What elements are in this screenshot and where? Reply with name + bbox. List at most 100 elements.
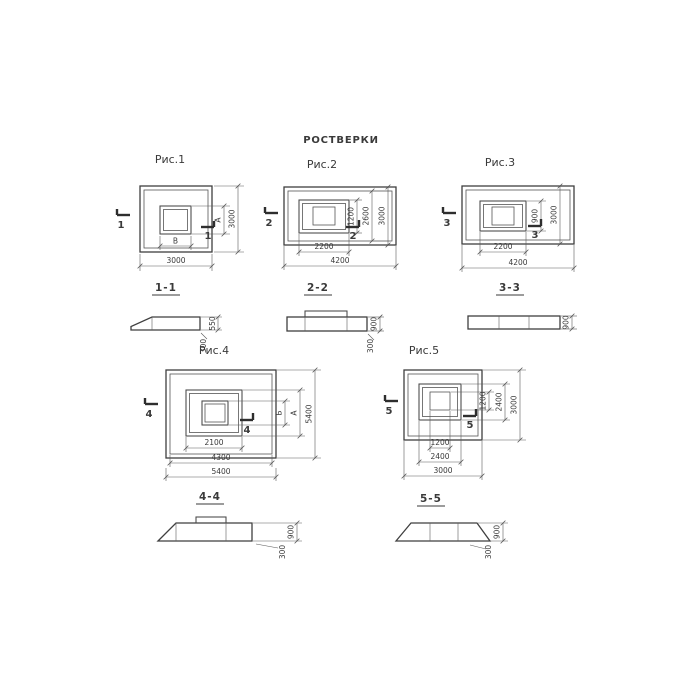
fig2-plan-column-outline <box>312 206 336 226</box>
fig2-plan-outer-outline <box>283 186 397 246</box>
fig5-dim-bottom-mid: 2400 <box>416 421 464 466</box>
fig2-dim-bottom-inner-label: 2200 <box>314 242 333 251</box>
fig5-dim-bottom-inner-label: 1200 <box>430 438 449 447</box>
fig4-dim-bottom-mid-label: 4300 <box>211 453 230 462</box>
fig5-dim-bottom-inner: 1200 <box>427 411 453 452</box>
fig5-dim-right-mid-label: 2400 <box>495 392 504 411</box>
fig1-caption: Рис.1 <box>155 153 185 166</box>
figure-4: Рис.4 Б А 5400 <box>143 344 321 559</box>
fig2-caption: Рис.2 <box>307 158 337 171</box>
fig5-dim-right-outer: 3000 <box>483 367 526 443</box>
fig1-plan-column-inner-line <box>163 209 188 231</box>
fig3-profile-height-dim: 900 <box>561 313 577 332</box>
fig4-section-mark-right-label: 4 <box>244 425 251 436</box>
fig1-dim-right-inner: А <box>192 203 230 237</box>
fig4-profile-stub <box>195 516 227 524</box>
fig4-dim-bottom-outer-label: 5400 <box>211 467 230 476</box>
fig3-plan-view <box>461 185 575 245</box>
fig5-plan-pier-inner-line <box>422 387 458 417</box>
fig4-dim-right-mid: А <box>243 387 305 439</box>
fig5-profile-outline <box>394 522 492 542</box>
fig1-profile-height-dim: 550 <box>201 314 222 333</box>
fig3-dim-bottom-outer: 4200 <box>459 245 577 272</box>
fig5-profile-height-label: 900 <box>493 525 502 540</box>
fig5-plan-view <box>403 369 483 441</box>
fig5-section-title: 5-5 <box>417 493 445 507</box>
fig4-section-mark-left: 4 <box>143 398 158 420</box>
fig4-profile-ledge-dim: 300 <box>255 543 287 559</box>
fig1-plan-outer-inner-line <box>143 189 209 249</box>
fig3-section-title: 3-3 <box>496 282 524 296</box>
fig5-profile-ledge-label: 300 <box>484 545 493 560</box>
fig1-section-title: 1-1 <box>152 282 180 296</box>
fig3-dim-bottom-outer-label: 4200 <box>508 258 527 267</box>
fig1-dim-bottom-outer: 3000 <box>137 254 215 271</box>
fig1-section-mark-right: 1 <box>201 221 216 242</box>
fig3-plan-pier-inner-line <box>483 204 523 228</box>
figure-3: Рис.3 900 3000 2200 <box>441 156 577 332</box>
fig4-plan-outer-outline <box>165 369 277 459</box>
fig3-plan-pier-outline <box>479 200 527 232</box>
fig2-section-mark-left: 2 <box>263 207 278 229</box>
fig4-plan-view <box>165 369 277 459</box>
fig3-section-label: 3-3 <box>499 282 521 294</box>
fig5-section-mark-left: 5 <box>383 395 398 417</box>
fig3-profile-height-label: 900 <box>562 315 571 330</box>
fig5-dim-right-mid: 2400 <box>462 381 510 423</box>
fig3-dim-right-inner: 900 <box>527 198 546 234</box>
fig4-dim-right-mid-label: А <box>290 410 299 416</box>
fig4-section-mark-right: 4 <box>240 413 255 436</box>
fig3-profile-outline <box>467 315 561 330</box>
fig5-plan-outer-inner-line <box>407 373 479 437</box>
fig5-profile-ledge-dim: 300 <box>469 545 493 560</box>
fig4-caption: Рис.4 <box>199 344 229 357</box>
fig5-profile-view: 900 300 <box>394 520 508 560</box>
fig4-dim-bottom-outer: 5400 <box>163 467 279 481</box>
fig1-profile-outline <box>130 316 201 331</box>
fig1-dim-right-inner-label: А <box>214 217 223 223</box>
fig4-plan-outer-inner-line <box>169 373 273 455</box>
fig5-section-mark-left-label: 5 <box>386 406 393 417</box>
fig2-dim-right-mid: 2600 <box>362 188 375 244</box>
fig1-section-mark-left-label: 1 <box>118 220 125 231</box>
fig4-section-mark-left-label: 4 <box>146 409 153 420</box>
fig2-dim-right-mid-label: 2600 <box>362 206 371 225</box>
fig3-caption: Рис.3 <box>485 156 515 169</box>
fig5-dim-bottom-outer: 3000 <box>401 441 485 480</box>
fig3-section-mark-left-label: 3 <box>444 218 451 229</box>
fig4-dim-bottom-mid: 4300 <box>167 453 275 467</box>
fig1-plan-view <box>139 185 213 253</box>
figure-2: Рис.2 1200 2600 3000 <box>263 158 399 353</box>
fig4-profile-outline <box>156 522 253 542</box>
fig5-section-mark-right-label: 5 <box>467 420 474 431</box>
figure-5: Рис.5 1200 2400 3000 <box>383 344 526 560</box>
fig2-dim-bottom-inner: 2200 <box>296 234 352 256</box>
fig4-profile-view: 900 300 <box>156 516 302 559</box>
fig5-profile-height-dim: 900 <box>478 520 508 544</box>
fig2-plan-view <box>283 186 397 246</box>
fig1-dim-right-outer: 3000 <box>214 183 244 255</box>
fig2-profile-outline <box>286 316 368 332</box>
fig4-dim-right-inner: Б <box>229 398 290 428</box>
fig1-section-mark-right-label: 1 <box>205 231 212 242</box>
fig4-plan-column-inner-line <box>204 403 226 423</box>
fig3-dim-right-inner-label: 900 <box>531 209 540 224</box>
fig4-dim-right-inner-label: Б <box>275 410 284 415</box>
fig2-section-label: 2-2 <box>307 282 329 294</box>
fig2-profile-height-label: 900 <box>370 317 379 332</box>
fig1-dim-right-outer-label: 3000 <box>228 209 237 228</box>
fig4-dim-bottom-inner: 2100 <box>183 437 245 452</box>
fig5-plan-column-outline <box>429 391 451 411</box>
fig1-profile-ledge-label: 300 <box>199 339 208 354</box>
fig1-dim-bottom-inner-label: В <box>173 237 178 246</box>
fig4-profile-height-dim: 900 <box>253 520 302 544</box>
fig3-dim-bottom-inner-label: 2200 <box>493 242 512 251</box>
fig1-section-label: 1-1 <box>155 282 177 294</box>
fig2-plan-pier-inner-line <box>302 203 346 230</box>
fig2-profile-height-dim: 900 <box>368 314 384 334</box>
fig3-plan-column-outline <box>491 206 515 226</box>
fig1-profile-view: 550 300 <box>130 314 222 354</box>
fig5-section-mark-right: 5 <box>463 409 478 431</box>
fig2-profile-stub <box>304 310 348 318</box>
